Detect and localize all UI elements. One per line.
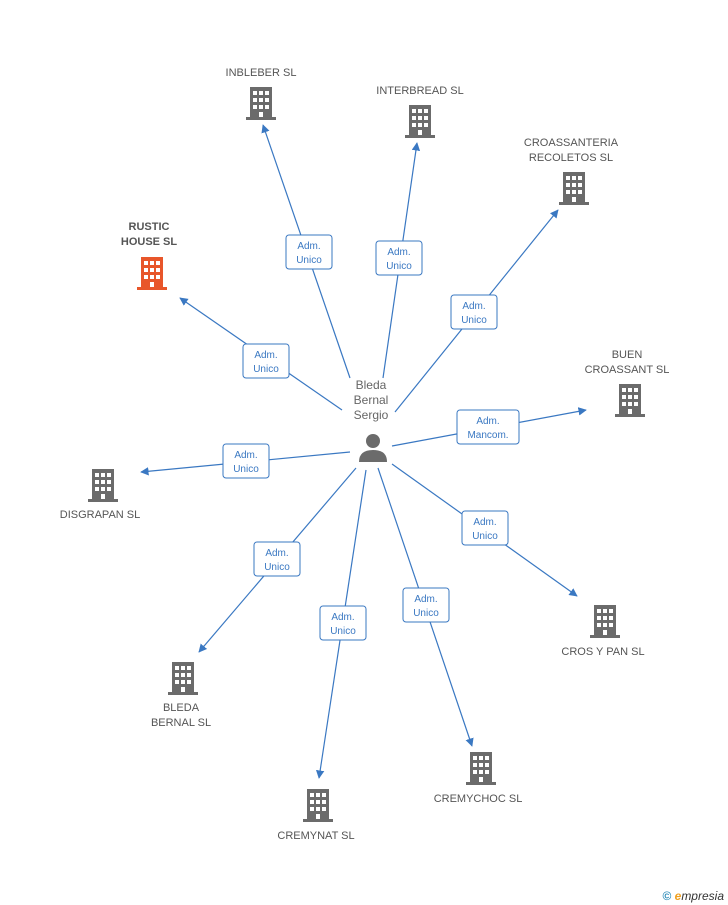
role-box-cremynat[interactable]: Adm. Unico bbox=[319, 605, 367, 641]
person-name[interactable]: Sergio bbox=[354, 408, 389, 422]
company-label-interbread[interactable]: INTERBREAD SL bbox=[376, 85, 463, 97]
role-text: Unico bbox=[472, 531, 498, 542]
building-icon[interactable] bbox=[615, 384, 645, 417]
role-text: Adm. bbox=[476, 416, 499, 427]
company-label-disgrapan[interactable]: DISGRAPAN SL bbox=[60, 509, 141, 521]
building-icon[interactable] bbox=[88, 469, 118, 502]
edges-layer: Adm.UnicoAdm.UnicoAdm.UnicoAdm.UnicoAdm.… bbox=[140, 124, 587, 779]
role-text: Unico bbox=[264, 562, 290, 573]
role-text: Adm. bbox=[387, 247, 410, 258]
person-name[interactable]: Bleda bbox=[356, 378, 387, 392]
building-icon[interactable] bbox=[303, 789, 333, 822]
role-text: Adm. bbox=[297, 241, 320, 252]
role-text: Mancom. bbox=[467, 430, 508, 441]
company-label-rustic[interactable]: RUSTIC bbox=[129, 221, 170, 233]
role-text: Unico bbox=[386, 261, 412, 272]
company-label-croassanteria[interactable]: CROASSANTERIA bbox=[524, 137, 619, 149]
role-box-crosypan[interactable]: Adm. Unico bbox=[461, 510, 509, 546]
role-text: Adm. bbox=[473, 517, 496, 528]
role-text: Unico bbox=[461, 315, 487, 326]
company-label-cremychoc[interactable]: CREMYCHOC SL bbox=[434, 793, 523, 805]
role-box-bledabernal[interactable]: Adm. Unico bbox=[253, 541, 301, 577]
role-text: Adm. bbox=[462, 301, 485, 312]
role-text: Unico bbox=[413, 608, 439, 619]
role-box-buen[interactable]: Adm. Mancom. bbox=[456, 409, 520, 445]
role-box-interbread[interactable]: Adm. Unico bbox=[375, 240, 423, 276]
company-label-inbleber[interactable]: INBLEBER SL bbox=[226, 67, 297, 79]
role-text: Unico bbox=[253, 364, 279, 375]
role-box-inbleber[interactable]: Adm. Unico bbox=[285, 234, 333, 270]
company-label-bledabernal[interactable]: BERNAL SL bbox=[151, 717, 211, 729]
role-box-disgrapan[interactable]: Adm. Unico bbox=[222, 443, 270, 479]
person-name[interactable]: Bernal bbox=[354, 393, 389, 407]
building-icon[interactable] bbox=[246, 87, 276, 120]
building-icon[interactable] bbox=[590, 605, 620, 638]
company-label-cremynat[interactable]: CREMYNAT SL bbox=[277, 830, 354, 842]
role-box-croassanteria[interactable]: Adm. Unico bbox=[450, 294, 498, 330]
role-text: Adm. bbox=[254, 350, 277, 361]
building-icon[interactable] bbox=[168, 662, 198, 695]
company-label-buen[interactable]: BUEN bbox=[612, 349, 643, 361]
company-label-buen[interactable]: CROASSANT SL bbox=[585, 364, 670, 376]
footer-brand[interactable]: © empresia bbox=[662, 889, 724, 903]
building-icon[interactable] bbox=[405, 105, 435, 138]
role-box-cremychoc[interactable]: Adm. Unico bbox=[402, 587, 450, 623]
role-box-rustic[interactable]: Adm. Unico bbox=[242, 343, 290, 379]
company-label-croassanteria[interactable]: RECOLETOS SL bbox=[529, 152, 613, 164]
role-text: Unico bbox=[330, 626, 356, 637]
role-text: Adm. bbox=[265, 548, 288, 559]
role-text: Unico bbox=[296, 255, 322, 266]
company-label-crosypan[interactable]: CROS Y PAN SL bbox=[561, 646, 644, 658]
company-label-bledabernal[interactable]: BLEDA bbox=[163, 702, 200, 714]
brand-logo: empresia bbox=[674, 889, 724, 903]
building-icon[interactable] bbox=[559, 172, 589, 205]
copyright-icon: © bbox=[662, 889, 672, 903]
role-text: Adm. bbox=[234, 450, 257, 461]
role-text: Adm. bbox=[414, 594, 437, 605]
role-text: Unico bbox=[233, 464, 259, 475]
company-label-rustic[interactable]: HOUSE SL bbox=[121, 236, 178, 248]
role-text: Adm. bbox=[331, 612, 354, 623]
person-icon[interactable] bbox=[359, 434, 387, 462]
building-icon[interactable] bbox=[137, 257, 167, 290]
nodes-layer: INBLEBER SL INTERBREAD SL CROASSANTERIA REC… bbox=[60, 67, 670, 842]
building-icon[interactable] bbox=[466, 752, 496, 785]
